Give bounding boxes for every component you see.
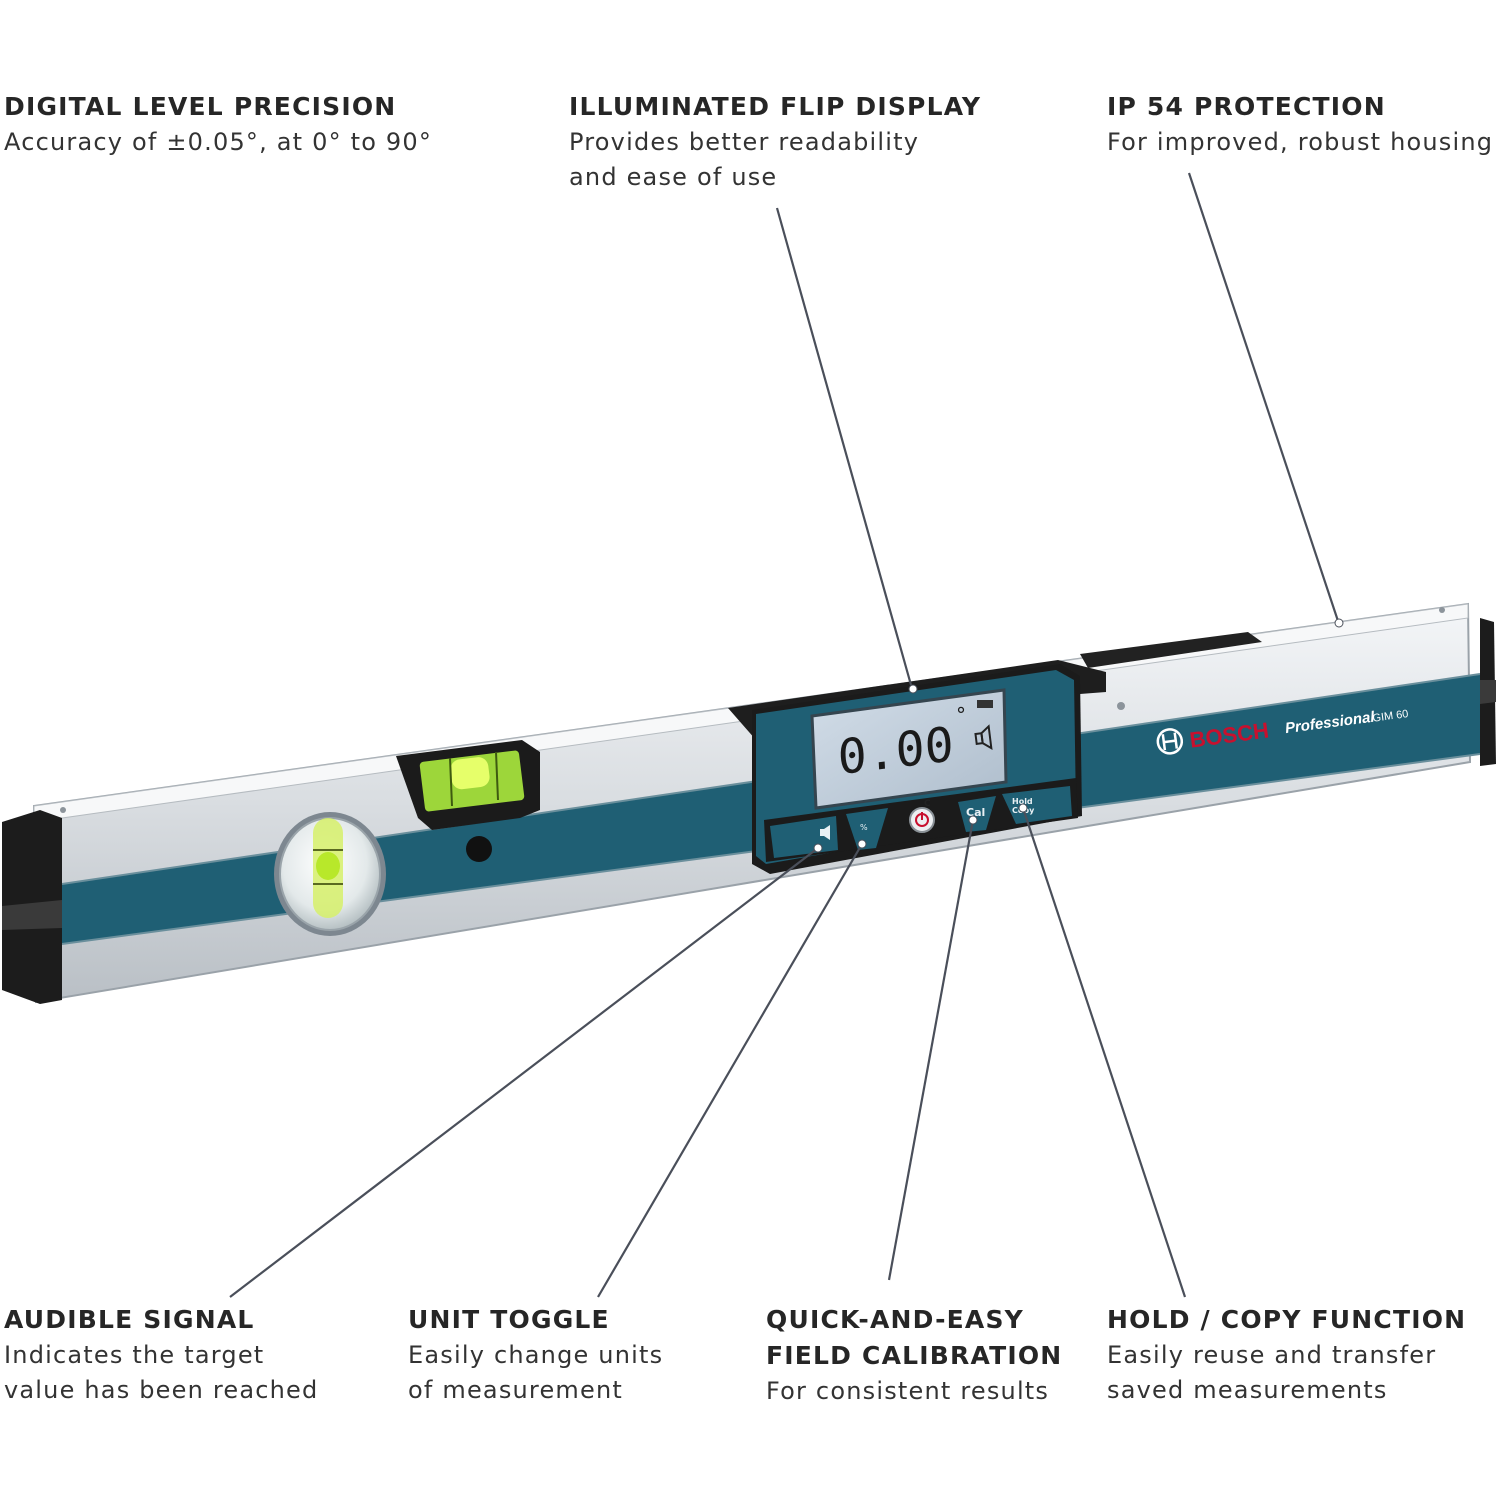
leader-line-hold <box>1021 807 1187 1298</box>
callout-calibration: QUICK-AND-EASY FIELD CALIBRATION For con… <box>766 1302 1062 1409</box>
cal-button[interactable]: Cal <box>958 796 996 832</box>
callout-unit-toggle: UNIT TOGGLE Easily change units of measu… <box>408 1302 663 1408</box>
callout-title: FIELD CALIBRATION <box>766 1341 1063 1370</box>
screw <box>60 807 66 813</box>
leader-dot <box>1334 618 1344 628</box>
leader-dot <box>908 684 918 694</box>
leader-dot <box>1018 803 1028 813</box>
callout-title: HOLD / COPY FUNCTION <box>1107 1305 1467 1334</box>
callout-hold-copy: HOLD / COPY FUNCTION Easily reuse and tr… <box>1107 1302 1466 1408</box>
leader-dot <box>813 843 823 853</box>
callout-title: IP 54 PROTECTION <box>1107 92 1386 121</box>
leader-dot <box>968 815 978 825</box>
callout-digital-level: DIGITAL LEVEL PRECISION Accuracy of ±0.0… <box>4 89 432 160</box>
cal-label: Cal <box>966 806 985 819</box>
callout-desc: and ease of use <box>569 163 778 191</box>
callout-desc: of measurement <box>408 1376 623 1404</box>
left-end-cap-split <box>2 900 62 930</box>
power-button[interactable]: C <box>909 799 935 833</box>
callout-desc: Provides better readability <box>569 128 920 156</box>
display-module: 0.00 ° % C Cal <box>752 664 1082 874</box>
callout-title: QUICK-AND-EASY <box>766 1305 1024 1334</box>
callout-desc: saved measurements <box>1107 1376 1388 1404</box>
speaker-icon <box>974 724 993 751</box>
leader-dots <box>813 618 1344 853</box>
callout-title: UNIT TOGGLE <box>408 1305 610 1334</box>
leader-line-flip-display <box>775 207 913 686</box>
top-slot <box>1080 632 1262 668</box>
callout-title: DIGITAL LEVEL PRECISION <box>4 92 397 121</box>
leader-line-audible <box>229 847 819 1298</box>
screw <box>1117 702 1125 710</box>
leader-line-ip54 <box>1187 172 1340 622</box>
speaker-icon <box>820 825 830 840</box>
callout-audible-signal: AUDIBLE SIGNAL Indicates the target valu… <box>4 1302 318 1408</box>
model-name: GIM 60 <box>1372 708 1409 725</box>
callout-desc: For consistent results <box>766 1377 1050 1405</box>
leader-line-unit <box>597 843 863 1298</box>
callout-desc: value has been reached <box>4 1376 319 1404</box>
leader-dot <box>857 839 867 849</box>
callout-ip54: IP 54 PROTECTION For improved, robust ho… <box>1107 89 1493 160</box>
right-end-cap-split <box>1480 680 1496 704</box>
leader-lines <box>229 172 1340 1298</box>
mounting-hole <box>466 836 492 862</box>
lcd-screen <box>810 688 1008 810</box>
screw <box>1439 607 1445 613</box>
lcd-degree: ° <box>956 703 966 727</box>
callout-desc: Easily change units <box>408 1341 664 1369</box>
callout-desc: For improved, robust housing <box>1107 128 1494 156</box>
round-vial <box>274 812 386 936</box>
callout-desc: Accuracy of ±0.05°, at 0° to 90° <box>4 128 433 156</box>
callout-title: ILLUMINATED FLIP DISPLAY <box>569 92 982 121</box>
hold-label: Hold <box>1012 797 1033 806</box>
leader-line-calibration <box>887 819 975 1281</box>
unit-icon: % <box>860 823 868 832</box>
callout-flip-display: ILLUMINATED FLIP DISPLAY Provides better… <box>569 89 981 195</box>
power-label: C <box>924 799 931 809</box>
callout-title: AUDIBLE SIGNAL <box>4 1305 255 1334</box>
unit-button[interactable]: % <box>846 808 888 850</box>
callout-desc: Easily reuse and transfer <box>1107 1341 1437 1369</box>
tube-vial <box>396 740 540 830</box>
callout-desc: Indicates the target <box>4 1341 265 1369</box>
battery-icon <box>977 700 993 708</box>
